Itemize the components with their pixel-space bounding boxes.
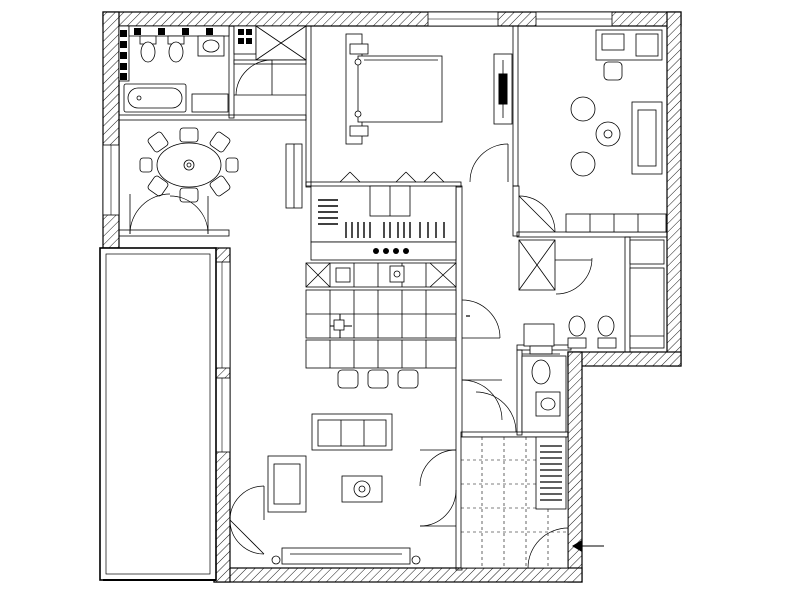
bottom-wall xyxy=(213,567,583,583)
study-cabinet xyxy=(565,213,667,233)
tv-stand xyxy=(281,547,411,565)
double-bed xyxy=(357,55,443,123)
kitchen-floor-tiles xyxy=(305,289,457,339)
bar-stool-1 xyxy=(337,369,359,389)
entry-wardrobe xyxy=(535,436,567,510)
right-wall-upper xyxy=(666,11,682,367)
kitchen xyxy=(305,241,457,389)
bar-stool-3 xyxy=(397,369,419,389)
bar-stool-2 xyxy=(367,369,389,389)
corridor xyxy=(461,299,503,421)
study xyxy=(518,29,667,233)
armchair-2 xyxy=(570,151,596,177)
dining-room xyxy=(129,127,303,235)
balcony xyxy=(99,247,217,581)
toilet-bowl xyxy=(140,41,156,63)
bedroom xyxy=(310,33,513,243)
bathroom-2 xyxy=(518,239,665,355)
living-room xyxy=(229,413,457,565)
armchair-1 xyxy=(570,96,596,122)
bathroom xyxy=(118,25,230,113)
bath2-toilet xyxy=(568,315,586,337)
step-wall xyxy=(567,351,682,367)
dining-chairs xyxy=(139,127,239,203)
entry-hall xyxy=(460,436,569,569)
bath-bottom-wall xyxy=(118,114,307,121)
kitchen-island xyxy=(305,339,457,369)
bath2-sink xyxy=(523,323,555,347)
closet xyxy=(233,25,307,96)
entrance-arrow-icon xyxy=(572,540,604,552)
laundry xyxy=(475,355,567,433)
